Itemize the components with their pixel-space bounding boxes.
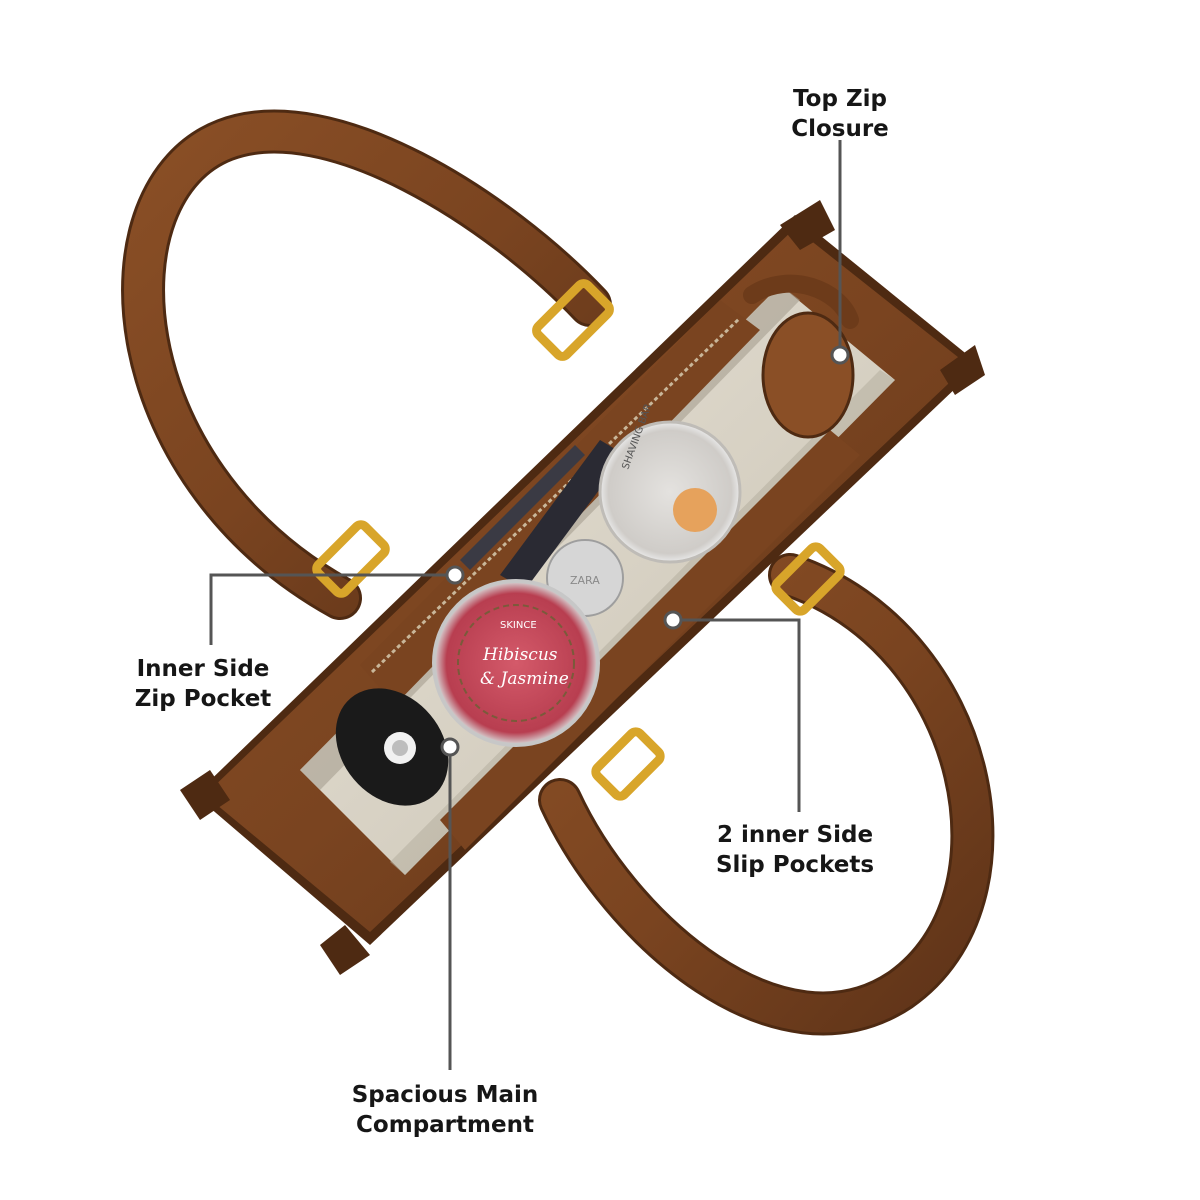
callout-inner-zip-line1: Inner Side (136, 656, 270, 682)
gray-round-tin: SHAVING BAR (598, 402, 742, 564)
bottle-brand-text: ZARA (570, 574, 600, 587)
zip-puller (743, 274, 859, 439)
callout-main-line2: Compartment (356, 1112, 534, 1138)
slip-pocket-panel (440, 430, 860, 850)
handle-top-left (121, 109, 612, 620)
callout-top-zip-line1: Top Zip (793, 86, 887, 112)
callout-top-zip-line2: Closure (791, 116, 889, 142)
handle-bottom-right (538, 553, 995, 1036)
tin-line1-text: Hibiscus (482, 645, 558, 665)
callout-dot-icon (663, 610, 683, 630)
callout-slip-line2: Slip Pockets (715, 852, 875, 878)
pen-item (460, 440, 625, 590)
callout-label-top-zip: Top Zip Closure (770, 84, 910, 144)
callout-dot-icon (445, 565, 465, 585)
callout-main-line1: Spacious Main (351, 1082, 539, 1108)
callout-line-inner-zip (209, 573, 455, 645)
gold-hardware (312, 279, 845, 801)
red-round-tin: SKINCE Hibiscus & Jasmine (432, 579, 600, 747)
callout-lines (209, 140, 842, 1070)
callout-label-main-compartment: Spacious Main Compartment (330, 1080, 560, 1140)
callout-dots (440, 345, 850, 757)
callout-inner-zip-line2: Zip Pocket (134, 686, 272, 712)
callout-slip-line1: 2 inner Side (716, 822, 874, 848)
callout-dot-icon (830, 345, 850, 365)
callout-dot-icon (440, 737, 460, 757)
tin-brand-text: SKINCE (500, 620, 537, 631)
callout-label-inner-zip: Inner Side Zip Pocket (118, 654, 288, 714)
callout-label-slip-pockets: 2 inner Side Slip Pockets (700, 820, 890, 880)
callout-line-slip-pockets (673, 618, 801, 812)
tin-line2-text: & Jasmine (480, 669, 569, 689)
perfume-bottle (335, 688, 449, 806)
